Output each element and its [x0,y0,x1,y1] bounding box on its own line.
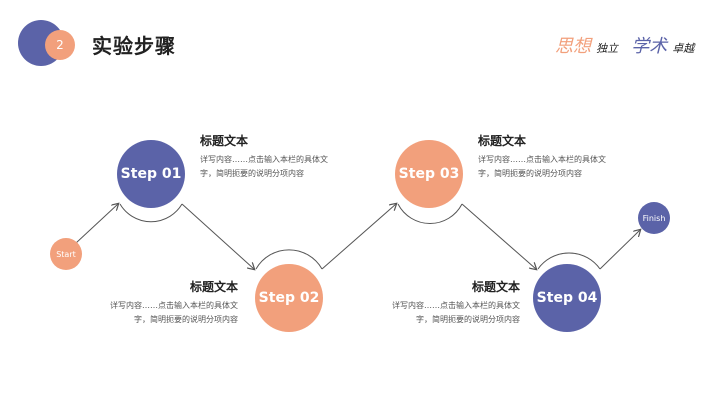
step-4-text: 标题文本 详写内容……点击输入本栏的具体文 字，简明扼要的说明分项内容 [350,278,520,327]
step-4-desc-line1: 详写内容……点击输入本栏的具体文 [392,301,520,310]
arrow-step2-to-step3 [321,204,396,270]
motto-word-4: 卓越 [672,42,695,55]
step-4-title: 标题文本 [471,280,520,294]
step-1-text: 标题文本 详写内容……点击输入本栏的具体文 字，简明扼要的说明分项内容 [200,132,370,181]
arc-step1 [119,203,183,223]
arrow-step1-to-step2 [181,203,254,269]
step-2-desc-line2: 字，简明扼要的说明分项内容 [134,315,238,324]
arc-step3 [397,203,463,225]
motto-word-1: 思想 [555,36,591,57]
arrow-step3-to-step4 [461,203,536,269]
arc-step4 [537,252,601,270]
step-4-desc-line2: 字，简明扼要的说明分项内容 [416,315,520,324]
step-1-title: 标题文本 [200,134,249,148]
start-node: Start [50,238,82,270]
finish-node: Finish [638,202,670,234]
arrow-start-to-step1 [75,204,118,244]
step-3-title: 标题文本 [478,134,527,148]
motto-word-3: 学术 [631,36,668,57]
step-4-circle: Step 04 [533,264,601,332]
arrow-step4-to-finish [599,230,640,270]
motto: 思想 独立 学术 卓越 [555,32,694,58]
arc-step2 [255,249,323,270]
motto-word-2: 独立 [596,42,619,55]
step-1-desc-line2: 字，简明扼要的说明分项内容 [200,169,304,178]
step-1-desc-line1: 详写内容……点击输入本栏的具体文 [200,155,328,164]
step-2-desc-line1: 详写内容……点击输入本栏的具体文 [110,301,238,310]
step-2-text: 标题文本 详写内容……点击输入本栏的具体文 字，简明扼要的说明分项内容 [70,278,238,327]
step-3-text: 标题文本 详写内容……点击输入本栏的具体文 字，简明扼要的说明分项内容 [478,132,648,181]
step-1-circle: Step 01 [117,140,185,208]
step-2-circle: Step 02 [255,264,323,332]
page-title: 实验步骤 [92,34,176,58]
step-2-title: 标题文本 [189,280,238,294]
section-number-badge: 2 [45,30,75,60]
step-3-circle: Step 03 [395,140,463,208]
step-3-desc-line2: 字，简明扼要的说明分项内容 [478,169,582,178]
step-3-desc-line1: 详写内容……点击输入本栏的具体文 [478,155,606,164]
